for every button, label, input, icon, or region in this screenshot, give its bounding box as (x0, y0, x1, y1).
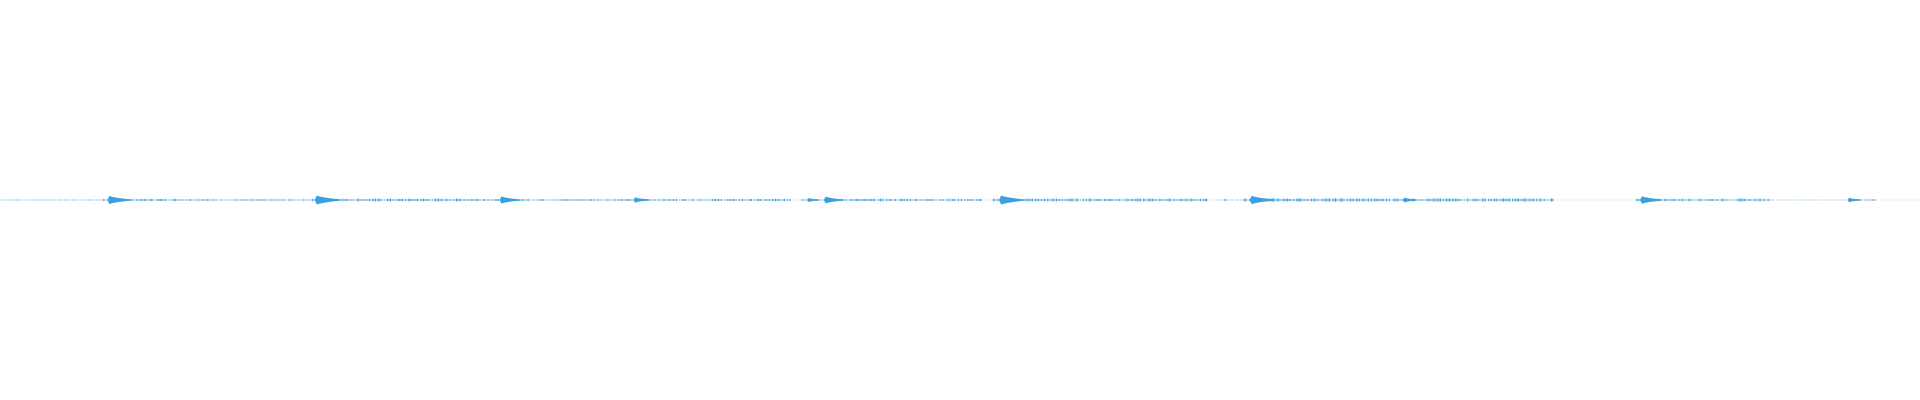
waveform-burst (1640, 196, 1662, 204)
waveform-segment (1771, 199, 1848, 201)
waveform-burst (499, 196, 521, 204)
waveform-segments (0, 198, 1876, 202)
waveform-burst (314, 195, 341, 205)
waveform-burst (1249, 195, 1275, 205)
waveform-segment (1243, 198, 1554, 202)
waveform-burst (1847, 197, 1861, 203)
waveform-segment (631, 198, 791, 202)
waveform-dot (1205, 199, 1208, 201)
waveform-burst (1402, 197, 1417, 203)
waveform-burst (107, 195, 131, 205)
waveform-dot (1224, 199, 1227, 201)
waveform-dots (1205, 199, 1227, 201)
waveform-burst (999, 195, 1026, 205)
waveform-segment (206, 199, 312, 201)
waveform-burst (633, 197, 649, 203)
waveform-burst (823, 196, 844, 204)
waveform-bursts (107, 195, 1861, 205)
waveform-burst (806, 198, 819, 202)
waveform-segment (800, 198, 982, 202)
waveform-segment (0, 199, 104, 201)
waveform-segment (992, 198, 1207, 202)
waveform-segment (493, 198, 631, 202)
